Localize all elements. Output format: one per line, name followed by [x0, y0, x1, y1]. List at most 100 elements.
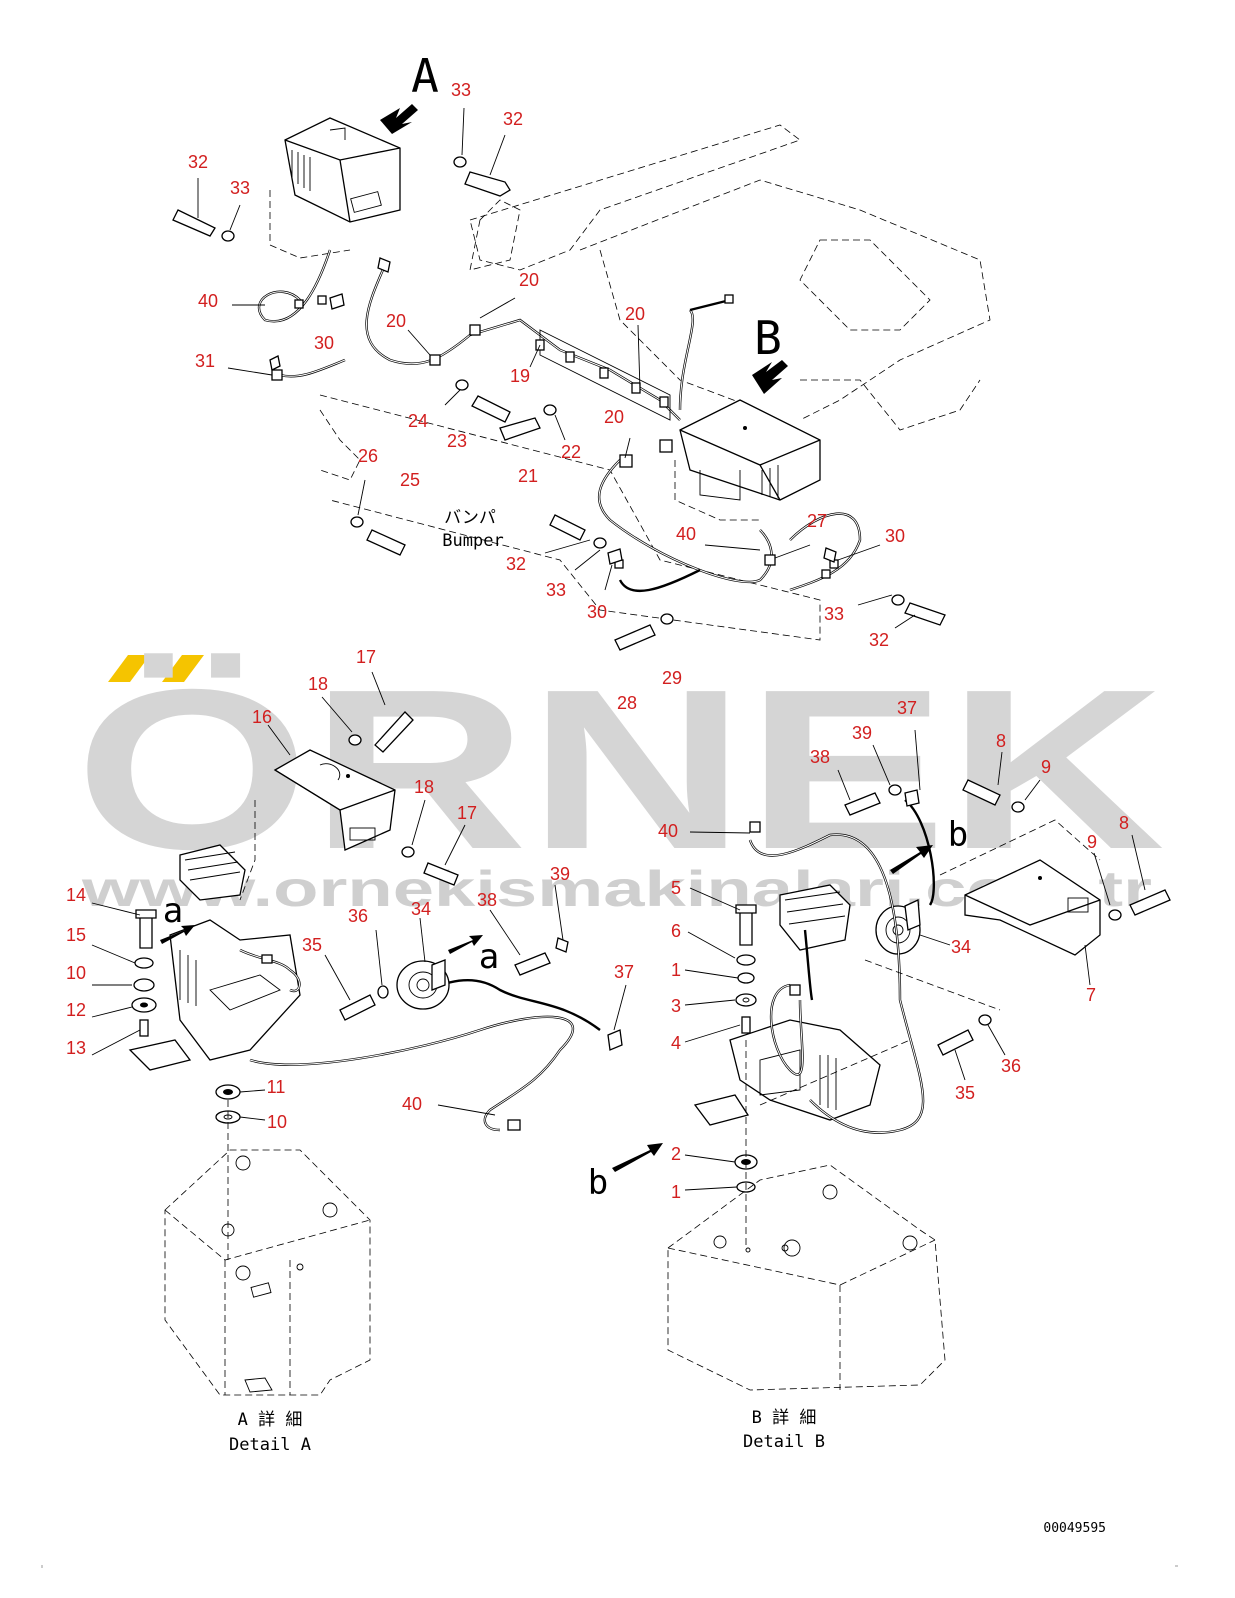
callout-36: 36	[348, 906, 368, 926]
callout-20: 20	[386, 311, 406, 331]
bumper-label-en: Bumper	[442, 531, 503, 551]
callout-7: 7	[1086, 985, 1096, 1005]
view-letter-a: A	[411, 49, 439, 103]
detail-a-title-jp: A 詳 細	[238, 1410, 303, 1430]
callout-31: 31	[195, 351, 215, 371]
callout-32: 32	[188, 152, 208, 172]
callout-18: 18	[308, 674, 328, 694]
callout-2: 2	[671, 1144, 681, 1164]
callout-39: 39	[852, 723, 872, 743]
wire-harness-top	[257, 249, 862, 593]
view-letter-a-left: a	[163, 891, 183, 931]
callout-29: 29	[662, 668, 682, 688]
callout-38: 38	[477, 890, 497, 910]
callout-32: 32	[506, 554, 526, 574]
callout-36: 36	[1001, 1056, 1021, 1076]
callout-17: 17	[356, 647, 376, 667]
callout-33: 33	[546, 580, 566, 600]
callout-9: 9	[1041, 757, 1051, 777]
callout-40: 40	[198, 291, 218, 311]
callout-37: 37	[614, 962, 634, 982]
callout-27: 27	[807, 511, 827, 531]
watermark: ÖRNEK www.ornekismakinalari.com.tr	[75, 643, 1165, 917]
work-lamp-a	[179, 844, 246, 901]
callout-19: 19	[510, 366, 530, 386]
callout-25: 25	[400, 470, 420, 490]
view-letter-b-top: b	[948, 815, 968, 855]
cover-7	[964, 859, 1101, 956]
callout-33: 33	[824, 604, 844, 624]
callout-8: 8	[996, 731, 1006, 751]
drawing-number: 00049595	[1043, 1521, 1106, 1536]
callout-40: 40	[402, 1094, 422, 1114]
callout-22: 22	[561, 442, 581, 462]
callout-20: 20	[625, 304, 645, 324]
watermark-brand: ÖRNEK	[75, 643, 1165, 897]
chassis-frame-right	[579, 179, 991, 421]
view-letter-b: B	[754, 311, 782, 365]
callout-30: 30	[314, 333, 334, 353]
chassis-frame-top	[469, 124, 801, 271]
callout-16: 16	[252, 707, 272, 727]
callout-39: 39	[550, 864, 570, 884]
callout-35: 35	[955, 1083, 975, 1103]
callout-32: 32	[503, 109, 523, 129]
leaders-detail-a	[91, 671, 627, 1121]
callout-37: 37	[897, 698, 917, 718]
bumper-outline	[319, 394, 821, 641]
top-assembly	[172, 104, 991, 651]
callout-12: 12	[66, 1000, 86, 1020]
callout-17: 17	[457, 803, 477, 823]
axle-housing	[799, 239, 931, 331]
callout-32: 32	[869, 630, 889, 650]
detail-a-title-en: Detail A	[229, 1435, 311, 1455]
callout-35: 35	[302, 935, 322, 955]
callout-38: 38	[810, 747, 830, 767]
view-letter-a-mid: a	[479, 937, 499, 977]
work-lamp-b	[779, 884, 851, 951]
callout-33: 33	[230, 178, 250, 198]
detail-b-drawing	[612, 729, 1171, 1391]
chassis-block-a	[164, 1149, 371, 1396]
watermark-accent-left	[108, 655, 150, 682]
callout-21: 21	[518, 466, 538, 486]
callout-11: 11	[267, 1077, 286, 1097]
bumper-hook	[319, 409, 361, 481]
mount-bracket-b	[729, 1019, 881, 1121]
callout-28: 28	[617, 693, 637, 713]
callout-30: 30	[885, 526, 905, 546]
callout-24: 24	[408, 411, 428, 431]
callout-20: 20	[519, 270, 539, 290]
arrow-b-top-icon	[890, 845, 933, 874]
frame-post	[469, 199, 521, 271]
callout-10: 10	[267, 1112, 287, 1132]
arrow-a-left-icon	[160, 925, 195, 944]
callout-6: 6	[671, 921, 681, 941]
chassis-frame-inner	[599, 249, 761, 411]
fasteners-top	[172, 156, 946, 651]
callout-40: 40	[676, 524, 696, 544]
callout-20: 20	[604, 407, 624, 427]
callout-33: 33	[451, 80, 471, 100]
callout-23: 23	[447, 431, 467, 451]
callout-34: 34	[411, 899, 431, 919]
callout-1: 1	[671, 960, 681, 980]
lamp-housing-b	[674, 399, 821, 521]
callout-13: 13	[66, 1038, 86, 1058]
arrow-a-icon	[380, 104, 418, 134]
callout-34: 34	[951, 937, 971, 957]
callout-26: 26	[358, 446, 378, 466]
arrow-a-mid-icon	[448, 935, 483, 954]
leaders-detail-b	[684, 729, 1146, 1191]
callout-3: 3	[671, 996, 681, 1016]
callout-15: 15	[66, 925, 86, 945]
callout-labels: 33 32 32 33 40 30 31 20 20 20 20 19 24 2…	[66, 80, 1129, 1202]
detail-a-drawing	[91, 671, 627, 1396]
callout-14: 14	[66, 885, 86, 905]
callout-8: 8	[1119, 813, 1129, 833]
callout-18: 18	[414, 777, 434, 797]
callout-5: 5	[671, 878, 681, 898]
arrow-b-bottom-icon	[612, 1143, 663, 1172]
bumper-label-jp: バンパ	[444, 508, 496, 528]
